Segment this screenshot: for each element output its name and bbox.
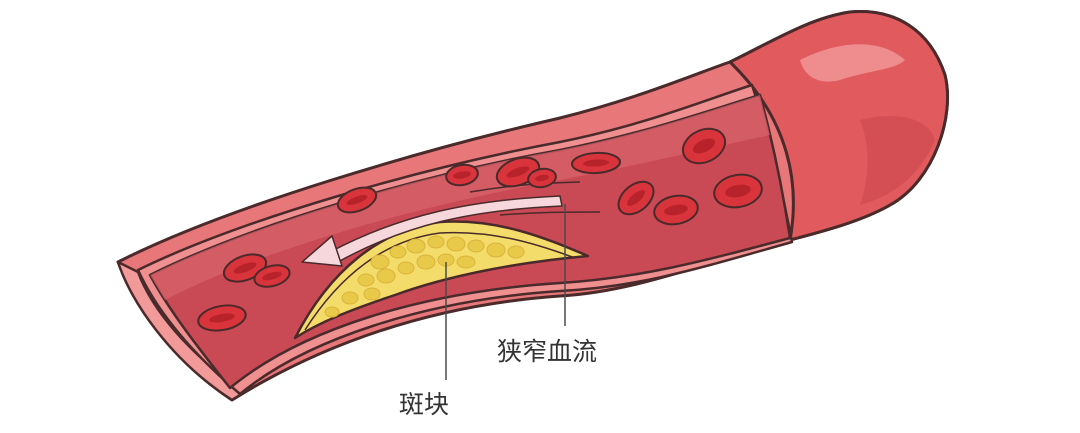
- flow-arrow: [301, 181, 601, 267]
- plaque: [293, 220, 590, 340]
- red-blood-cell: [571, 151, 621, 175]
- red-blood-cell: [713, 173, 763, 209]
- label-narrowed-flow: 狭窄血流: [497, 337, 598, 366]
- arrow-left-icon: [301, 235, 343, 267]
- label-plaque: 斑块: [399, 390, 450, 419]
- vessel-left-cut: [116, 260, 247, 402]
- flow-streamline-2: [499, 211, 601, 216]
- plaque-cells: [324, 235, 525, 318]
- vessel-end-shadow: [860, 116, 935, 205]
- vessel-end-highlight: [800, 44, 905, 82]
- plaque-outline-inner: [304, 231, 576, 331]
- red-blood-cell: [197, 304, 247, 332]
- red-blood-cell: [253, 264, 291, 288]
- red-blood-cell: [681, 127, 727, 165]
- red-blood-cell: [445, 163, 479, 187]
- red-blood-cells: [197, 127, 763, 332]
- flow-arrow-shaft: [328, 195, 563, 263]
- flow-streamline-1: [469, 181, 581, 193]
- red-blood-cell: [527, 167, 557, 189]
- red-blood-cell: [336, 186, 378, 214]
- red-blood-cell: [617, 180, 655, 216]
- red-blood-cell: [653, 194, 699, 226]
- lumen-highlight: [150, 95, 770, 300]
